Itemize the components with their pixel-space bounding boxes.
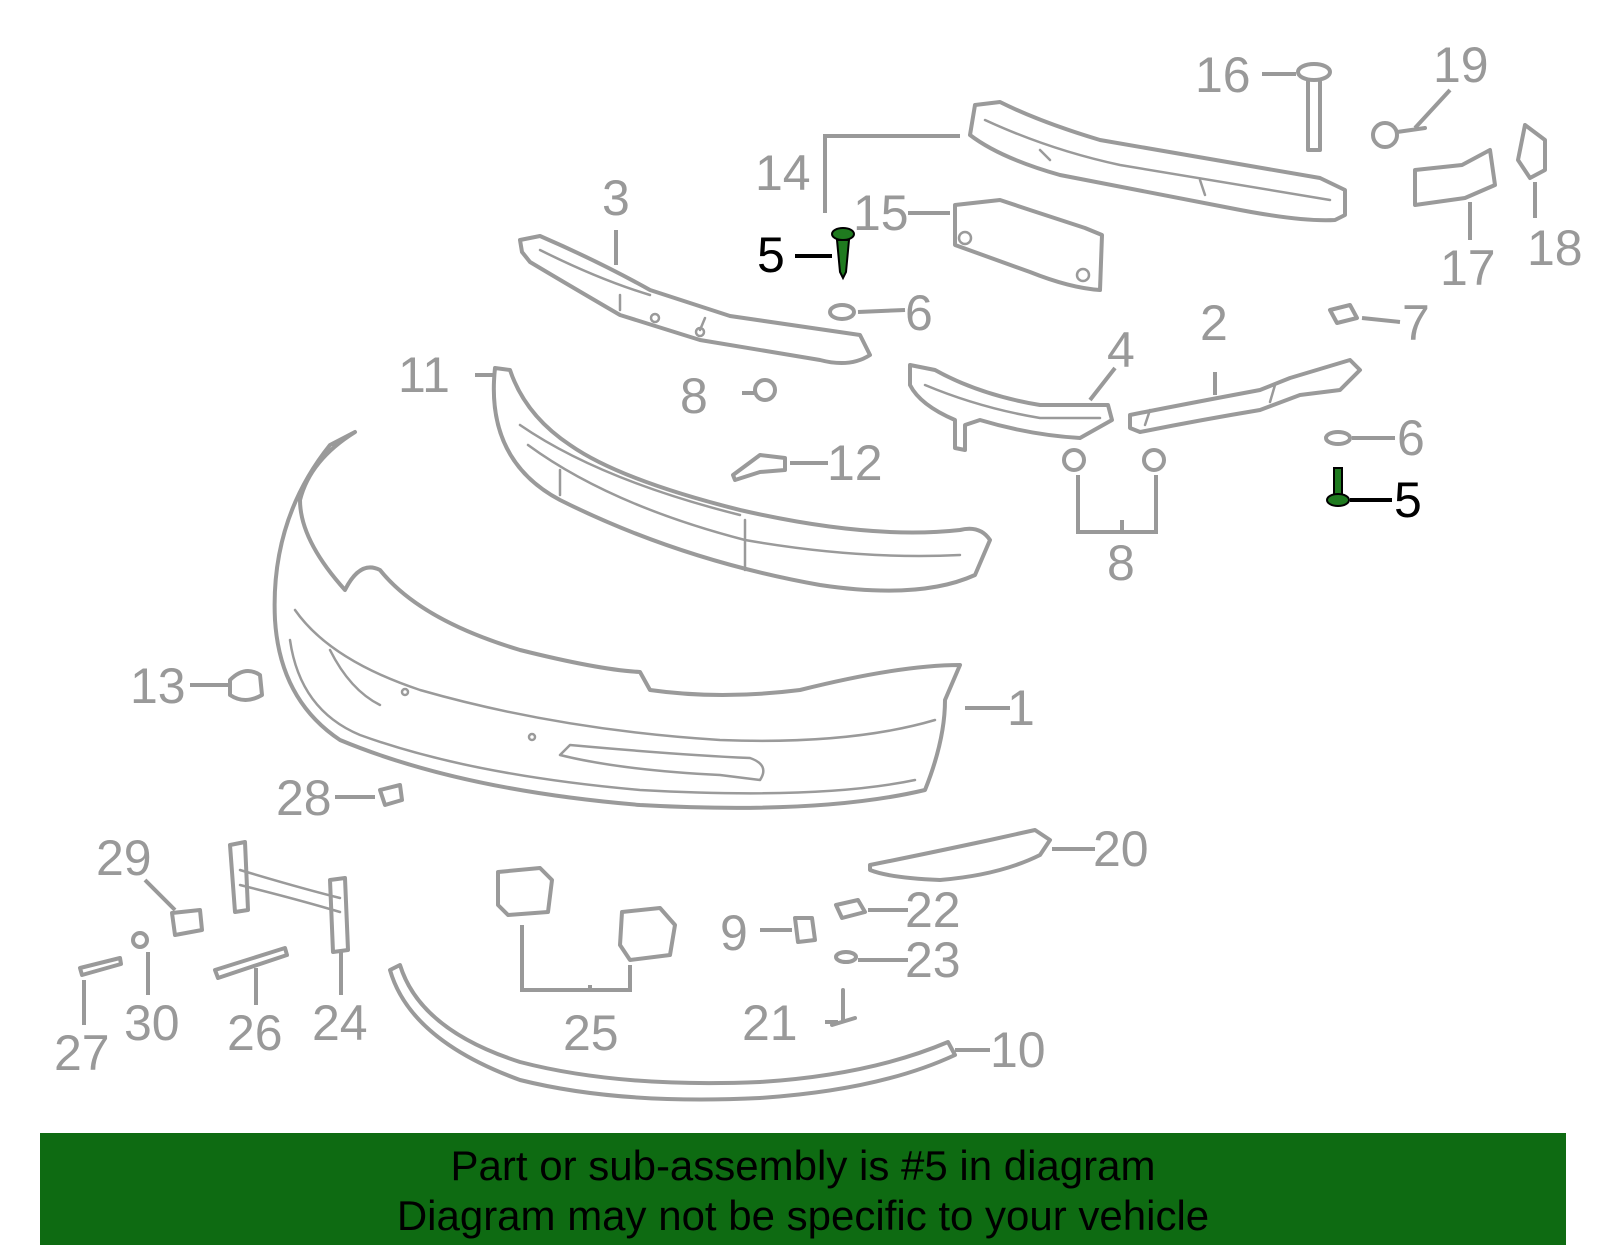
leader-lines <box>82 72 1537 1052</box>
callout-3: 3 <box>602 170 630 226</box>
part-17-bracket <box>1413 148 1497 207</box>
callout-4: 4 <box>1107 322 1135 378</box>
callout-19: 19 <box>1433 37 1489 93</box>
callout-18: 18 <box>1527 220 1583 276</box>
callout-11: 11 <box>398 347 450 403</box>
part-29-nut <box>170 908 204 937</box>
part-14-impact-bar <box>968 100 1347 223</box>
banner-line-1: Part or sub-assembly is #5 in diagram <box>450 1142 1156 1189</box>
part-12-sensor <box>731 453 787 482</box>
callout-25: 25 <box>563 1005 619 1061</box>
part-15-pad <box>953 198 1104 292</box>
part-13-clip <box>228 669 264 702</box>
callout-28: 28 <box>276 770 332 826</box>
part-5a-screw[interactable] <box>831 227 855 281</box>
callout-20: 20 <box>1093 821 1149 877</box>
part-23-washer <box>834 950 858 964</box>
callout-6b: 6 <box>1397 410 1425 466</box>
callout-labels: 1 2 3 4 5 5 6 6 7 8 8 9 10 11 12 13 14 1… <box>54 37 1583 1081</box>
callout-8b: 8 <box>1107 535 1135 591</box>
parts-diagram: 1 2 3 4 5 5 6 6 7 8 8 9 10 11 12 13 14 1… <box>54 37 1583 1102</box>
part-8a-clip <box>753 378 777 402</box>
callout-15: 15 <box>853 185 909 241</box>
part-18-plate <box>1516 123 1547 180</box>
callout-23: 23 <box>905 932 961 988</box>
part-10-spoiler <box>388 963 957 1102</box>
part-24-bracket <box>228 840 350 954</box>
part-1-bumper-cover <box>272 430 962 810</box>
callout-1: 1 <box>1007 680 1035 736</box>
callout-5b: 5 <box>1394 472 1422 528</box>
part-26-screw <box>213 946 289 980</box>
part-6b-nut <box>1324 430 1352 446</box>
part-28-clip <box>378 783 404 807</box>
part-8c-clip <box>1142 448 1166 472</box>
part-30-washer <box>131 931 149 949</box>
part-4-bracket <box>908 363 1114 452</box>
part-21-bolt <box>830 988 857 1027</box>
callout-10: 10 <box>990 1022 1046 1078</box>
part-5b-screw[interactable] <box>1326 467 1350 507</box>
callout-8a: 8 <box>680 368 708 424</box>
callout-24: 24 <box>312 995 368 1051</box>
part-20-deflector <box>868 828 1052 882</box>
callout-27: 27 <box>54 1025 110 1081</box>
part-11-absorber <box>491 366 992 593</box>
callout-12: 12 <box>827 435 883 491</box>
part-9-clip <box>793 916 817 944</box>
callout-6a: 6 <box>905 285 933 341</box>
callout-13: 13 <box>130 658 186 714</box>
part-25-mounts <box>496 866 677 962</box>
part-6a-nut <box>828 303 856 321</box>
callout-16: 16 <box>1195 47 1251 103</box>
callout-5a: 5 <box>757 227 785 283</box>
callout-29: 29 <box>96 830 152 886</box>
part-22-nut <box>834 898 867 920</box>
part-8b-clip <box>1062 448 1086 472</box>
part-27-screw <box>78 956 123 977</box>
part-7-nut <box>1328 303 1359 325</box>
banner-line-2: Diagram may not be specific to your vehi… <box>396 1192 1210 1239</box>
callout-22: 22 <box>905 882 961 938</box>
callout-17: 17 <box>1440 240 1496 296</box>
callout-21: 21 <box>742 995 798 1051</box>
callout-7: 7 <box>1402 295 1430 351</box>
part-3-reinforcement <box>518 234 872 366</box>
part-19-bolt <box>1371 121 1427 149</box>
callout-30: 30 <box>124 995 180 1051</box>
callout-9: 9 <box>720 905 748 961</box>
part-16-bolt <box>1296 62 1332 152</box>
info-banner: Part or sub-assembly is #5 in diagram Di… <box>40 1133 1566 1245</box>
callout-26: 26 <box>227 1005 283 1061</box>
part-2-bracket <box>1128 358 1362 434</box>
callout-2: 2 <box>1200 295 1228 351</box>
callout-14: 14 <box>755 145 811 201</box>
